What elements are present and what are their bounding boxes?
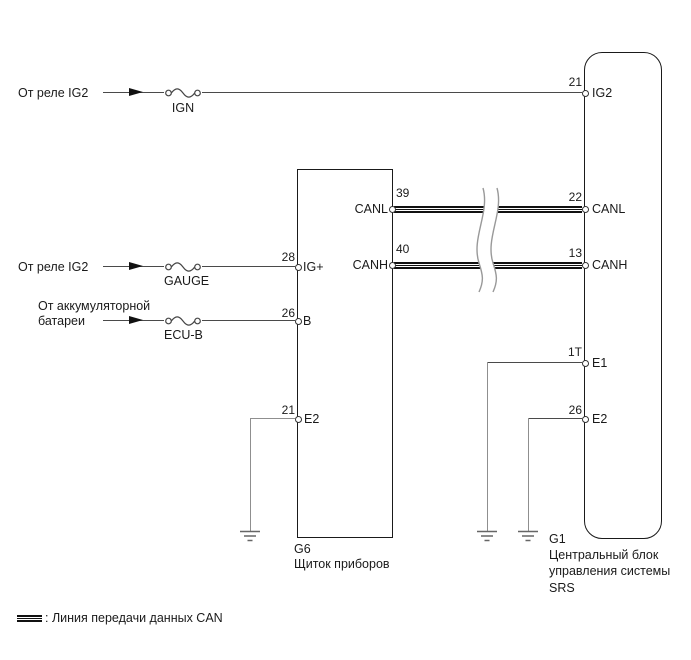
pin-name-g1-e1: E1 [592, 356, 608, 370]
pin-number-g1-e2: 26 [568, 403, 582, 417]
fuse-icon-ign [164, 87, 202, 99]
pin-name-g1-e2: E2 [592, 412, 608, 426]
pin-dot-g1-canh [581, 261, 589, 269]
fuse-label-ecub: ECU-B [164, 328, 203, 342]
g6-instrument-cluster-block [297, 169, 393, 538]
pin-dot-g6-e2 [294, 415, 302, 423]
wire-g1-e2-drop [527, 418, 529, 531]
pin-dot-g1-ig2 [581, 89, 589, 97]
pin-number-g6-igplus: 28 [281, 250, 295, 264]
ground-icon [518, 530, 538, 542]
pin-number-g6-e2: 21 [281, 403, 295, 417]
can-line-legend-icon [17, 615, 42, 622]
g1-name-line1: Центральный блок [549, 548, 659, 562]
ground-icon [477, 530, 497, 542]
pin-dot-g6-canh [388, 261, 396, 269]
source-label-battery-line2: батареи [38, 314, 85, 328]
pin-number-g1-canh: 13 [568, 246, 582, 260]
pin-number-g1-ig2: 21 [568, 75, 582, 89]
g6-name: Щиток приборов [294, 557, 390, 571]
power-arrow-icon [129, 262, 143, 270]
power-arrow-icon [129, 88, 143, 96]
pin-name-g6-canh: CANH [352, 258, 388, 272]
pin-dot-g1-e1 [581, 359, 589, 367]
pin-name-g6-e2: E2 [304, 412, 320, 426]
pin-name-g6-canl: CANL [354, 202, 388, 216]
g1-id: G1 [549, 532, 566, 546]
pin-number-g6-canh: 40 [396, 242, 410, 256]
pin-name-g6-b: B [303, 314, 312, 328]
pin-number-g6-canl: 39 [396, 186, 410, 200]
pin-dot-g6-canl [388, 205, 396, 213]
fuse-icon-gauge [164, 261, 202, 273]
legend-text: : Линия передачи данных CAN [45, 611, 223, 625]
wire-g1-e1-drop [486, 362, 488, 531]
pin-name-g1-canl: CANL [592, 202, 626, 216]
fuse-label-ign: IGN [171, 101, 195, 115]
pin-number-g1-e1: 1T [567, 345, 582, 359]
g1-srs-unit-block [584, 52, 662, 539]
g1-name-line2: управления системы [549, 564, 671, 578]
source-label-ig2-relay-mid: От реле IG2 [18, 260, 89, 274]
source-label-ig2-relay-top: От реле IG2 [18, 86, 89, 100]
wire-ign [103, 92, 582, 94]
wire-g6-e2 [250, 418, 295, 420]
pin-dot-g6-igplus [294, 263, 302, 271]
pin-name-g6-igplus: IG+ [303, 260, 324, 274]
wire-g1-e2 [528, 418, 582, 420]
pin-name-g1-canh: CANH [592, 258, 628, 272]
pin-name-g1-ig2: IG2 [592, 86, 613, 100]
pin-dot-g1-canl [581, 205, 589, 213]
g6-id: G6 [294, 542, 311, 556]
pin-number-g1-canl: 22 [568, 190, 582, 204]
fuse-label-gauge: GAUGE [164, 274, 210, 288]
wire-g6-e2-drop [249, 418, 251, 531]
pin-dot-g1-e2 [581, 415, 589, 423]
wire-break-icon [476, 187, 500, 293]
pin-dot-g6-b [294, 317, 302, 325]
pin-number-g6-b: 26 [281, 306, 295, 320]
power-arrow-icon [129, 316, 143, 324]
wire-g1-e1 [487, 362, 582, 364]
g1-name-line3: SRS [549, 581, 575, 595]
fuse-icon-ecub [164, 315, 202, 327]
source-label-battery-line1: От аккумуляторной [38, 299, 151, 313]
ground-icon [240, 530, 260, 542]
